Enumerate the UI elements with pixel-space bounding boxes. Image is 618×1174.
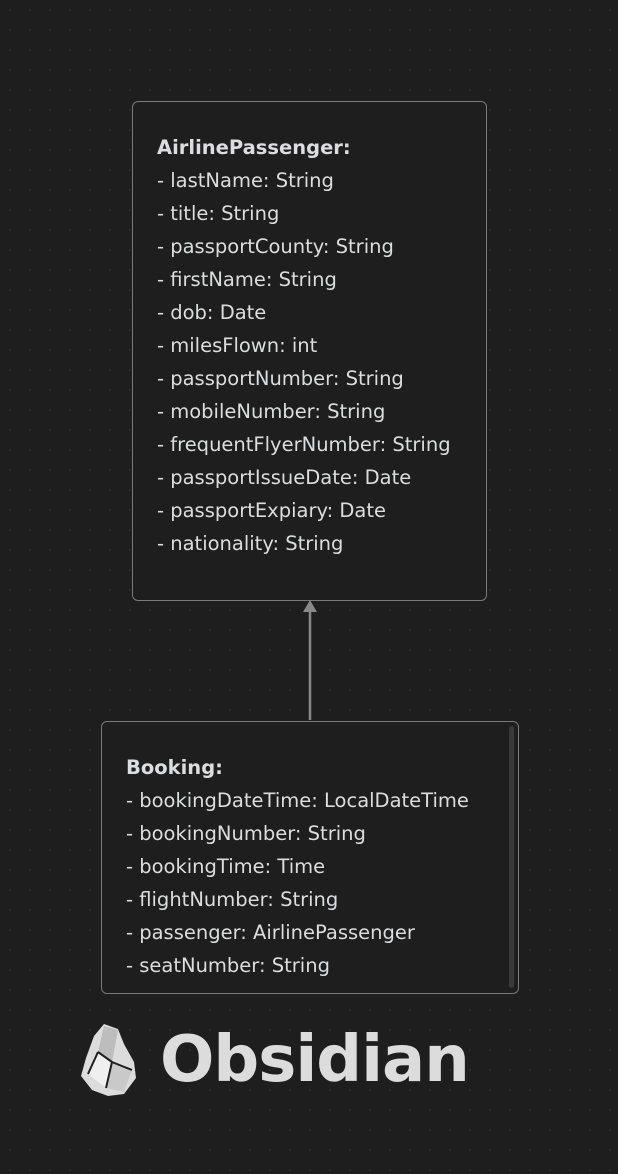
- field-item: - lastName: String: [157, 169, 334, 192]
- field-item: - passenger: AirlinePassenger: [126, 921, 415, 944]
- obsidian-logo: Obsidian: [78, 1020, 498, 1100]
- node-title: Booking:: [126, 756, 223, 779]
- field-item: - passportIssueDate: Date: [157, 466, 412, 489]
- field-list: - bookingDateTime: LocalDateTime - booki…: [126, 784, 494, 982]
- field-item: - firstName: String: [157, 268, 337, 291]
- obsidian-gem-icon: [81, 1024, 136, 1096]
- field-item: - flightNumber: String: [126, 888, 339, 911]
- field-item: - bookingNumber: String: [126, 822, 366, 845]
- obsidian-wordmark: Obsidian: [160, 1023, 470, 1097]
- field-item: - mobileNumber: String: [157, 400, 386, 423]
- node-scrollbar[interactable]: [509, 726, 514, 988]
- field-item: - bookingTime: Time: [126, 855, 326, 878]
- field-item: - passportCounty: String: [157, 235, 394, 258]
- field-item: - passportExpiary: Date: [157, 499, 386, 522]
- node-title: AirlinePassenger:: [157, 136, 351, 159]
- field-item: - passportNumber: String: [157, 367, 404, 390]
- field-list: - lastName: String - title: String - pas…: [157, 164, 462, 560]
- field-item: - nationality: String: [157, 532, 344, 555]
- field-item: - frequentFlyerNumber: String: [157, 433, 451, 456]
- edge-arrowhead: [303, 600, 317, 612]
- field-item: - title: String: [157, 202, 280, 225]
- node-airline-passenger[interactable]: AirlinePassenger: - lastName: String - t…: [132, 101, 487, 601]
- field-item: - milesFlown: int: [157, 334, 318, 357]
- field-item: - seatNumber: String: [126, 954, 330, 977]
- field-item: - dob: Date: [157, 301, 267, 324]
- field-item: - bookingDateTime: LocalDateTime: [126, 789, 469, 812]
- node-booking[interactable]: Booking: - bookingDateTime: LocalDateTim…: [101, 721, 519, 994]
